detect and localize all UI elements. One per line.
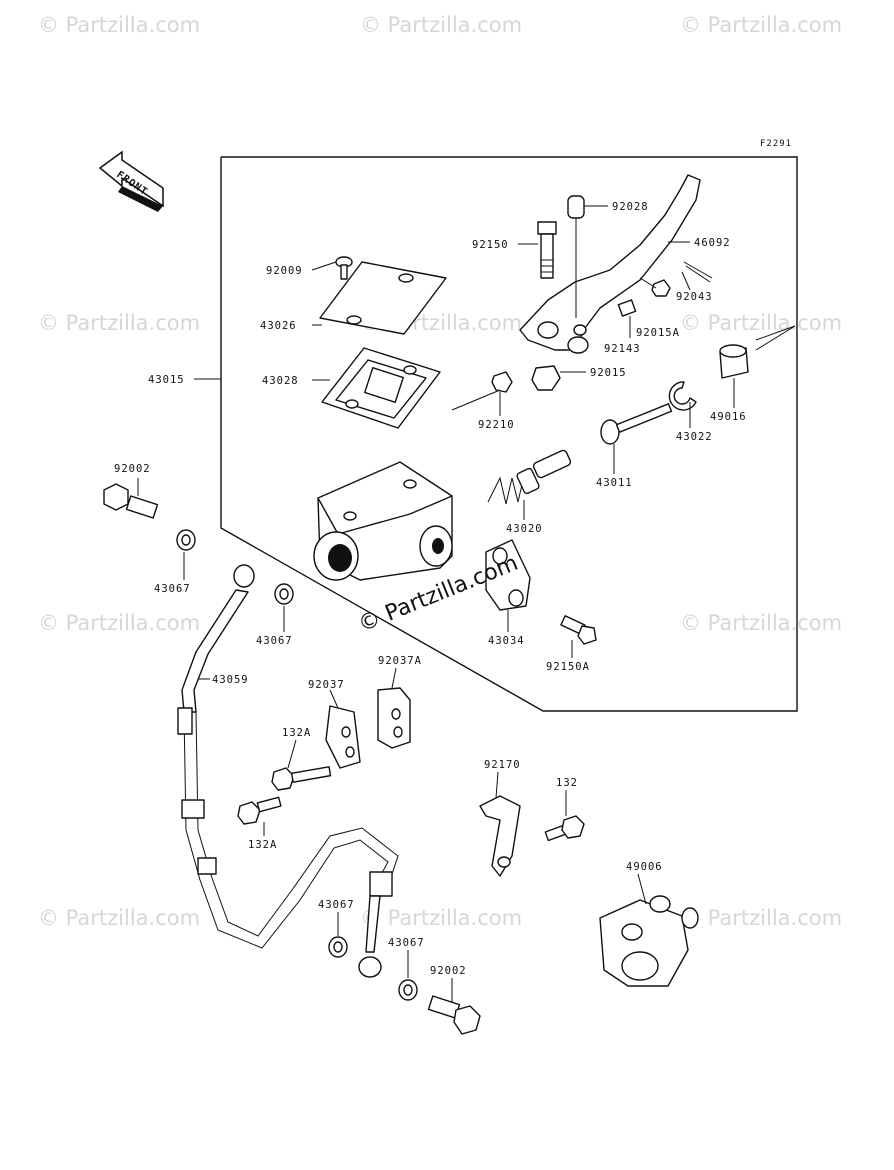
- watermark: © Partzilla.com: [360, 906, 522, 930]
- watermark: © Partzilla.com: [680, 611, 842, 635]
- bolt-132: [544, 815, 585, 842]
- banjo-bolt-top: [103, 483, 159, 519]
- clamp-bolt: [560, 615, 597, 645]
- leader-lines: [137, 205, 796, 1002]
- clamp: [485, 539, 531, 611]
- bolt-132a: [271, 766, 332, 791]
- watermark: © Partzilla.com: [38, 611, 200, 635]
- washer: [328, 936, 348, 958]
- part-label-92150: 92150: [472, 239, 509, 251]
- brake-lever: [519, 174, 701, 354]
- part-label-43015: 43015: [148, 374, 185, 386]
- nut-92015: [531, 365, 561, 391]
- washer: [274, 583, 294, 605]
- part-label-43067-d: 43067: [388, 937, 425, 949]
- brake-switch: [599, 895, 699, 987]
- dust-boot: [719, 344, 749, 379]
- push-rod: [600, 403, 673, 445]
- assembly-frame: [220, 156, 798, 712]
- part-label-43011: 43011: [596, 477, 633, 489]
- part-label-43022: 43022: [676, 431, 713, 443]
- part-label-132: 132: [556, 777, 578, 789]
- cap-screw: [335, 256, 353, 280]
- part-label-92043: 92043: [676, 291, 713, 303]
- nut-92015a: [651, 279, 671, 297]
- watermarks: © Partzilla.com © Partzilla.com © Partzi…: [38, 13, 842, 930]
- hose-bracket-a: [377, 687, 411, 749]
- part-label-92143: 92143: [604, 343, 641, 355]
- part-label-92002-top: 92002: [114, 463, 151, 475]
- watermark: © Partzilla.com: [360, 13, 522, 37]
- part-label-92015: 92015: [590, 367, 627, 379]
- guide-bracket: [479, 795, 521, 877]
- part-label-43067-c: 43067: [318, 899, 355, 911]
- part-label-92028: 92028: [612, 201, 649, 213]
- part-label-43028: 43028: [262, 375, 299, 387]
- part-label-92015a: 92015A: [636, 327, 680, 339]
- part-label-43067-a: 43067: [154, 583, 191, 595]
- part-label-132a-b: 132A: [248, 839, 277, 851]
- washer: [398, 979, 418, 1001]
- part-label-43026: 43026: [260, 320, 297, 332]
- watermark: © Partzilla.com: [38, 906, 200, 930]
- part-label-92009: 92009: [266, 265, 303, 277]
- part-labels: 92028 46092 92150 92009 92043 43026 9201…: [114, 201, 747, 977]
- bolt-132a: [237, 796, 282, 825]
- piston-spring-kit: [487, 449, 572, 505]
- part-label-92002-bottom: 92002: [430, 965, 467, 977]
- part-label-92037a: 92037A: [378, 655, 422, 667]
- part-label-49016: 49016: [710, 411, 747, 423]
- watermark: © Partzilla.com: [680, 13, 842, 37]
- banjo-bolt-bottom: [427, 995, 481, 1035]
- part-label-43020: 43020: [506, 523, 543, 535]
- collar: [617, 299, 637, 317]
- nut-92210: [491, 371, 513, 393]
- part-label-43059: 43059: [212, 674, 249, 686]
- diaphragm: [321, 347, 441, 429]
- part-label-49006: 49006: [626, 861, 663, 873]
- part-label-92150a: 92150A: [546, 661, 590, 673]
- part-label-92210: 92210: [478, 419, 515, 431]
- washer: [176, 529, 196, 551]
- watermark: © Partzilla.com: [680, 311, 842, 335]
- part-label-43034: 43034: [488, 635, 525, 647]
- circlip: [668, 381, 697, 411]
- part-label-92170: 92170: [484, 759, 521, 771]
- front-arrow-icon: FRONT: [98, 150, 164, 212]
- part-label-132a-a: 132A: [282, 727, 311, 739]
- watermark: © Partzilla.com: [38, 13, 200, 37]
- part-label-43067-b: 43067: [256, 635, 293, 647]
- figure-code: F2291: [760, 139, 792, 149]
- pivot-bolt: [537, 221, 557, 279]
- brake-hose: [177, 564, 399, 978]
- watermark: © Partzilla.com: [680, 906, 842, 930]
- watermark: © Partzilla.com: [38, 311, 200, 335]
- part-label-46092: 46092: [694, 237, 731, 249]
- lever-pin: [567, 195, 585, 318]
- master-cylinder-body: [313, 461, 453, 581]
- hose-bracket: [325, 705, 361, 769]
- part-label-92037: 92037: [308, 679, 345, 691]
- cotter-pin: [683, 261, 713, 283]
